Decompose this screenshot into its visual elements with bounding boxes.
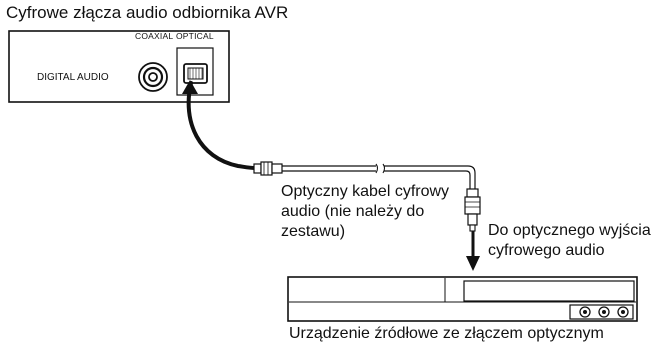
optical-cable xyxy=(282,163,476,189)
source-device-label: Urządzenie źródłowe ze złączem optycznym xyxy=(289,325,604,342)
coaxial-jack-icon xyxy=(138,62,168,92)
cable-plug-bottom-icon xyxy=(464,188,481,232)
optical-jack-icon xyxy=(176,47,214,96)
cable-lead xyxy=(182,80,257,170)
source-output-jacks-icon xyxy=(579,306,629,318)
optical-label: OPTICAL xyxy=(176,31,214,41)
cable-plug-left-icon xyxy=(253,161,283,176)
down-arrow-icon xyxy=(466,231,480,271)
source-output-label: Do optycznego wyjścia cyfrowego audio xyxy=(488,222,651,259)
digital-audio-label: DIGITAL AUDIO xyxy=(37,72,109,83)
cable-label: Optyczny kabel cyfrowy audio (nie należy… xyxy=(281,183,450,240)
page-title: Cyfrowe złącza audio odbiornika AVR xyxy=(6,3,289,22)
coaxial-label: COAXIAL xyxy=(135,31,174,41)
